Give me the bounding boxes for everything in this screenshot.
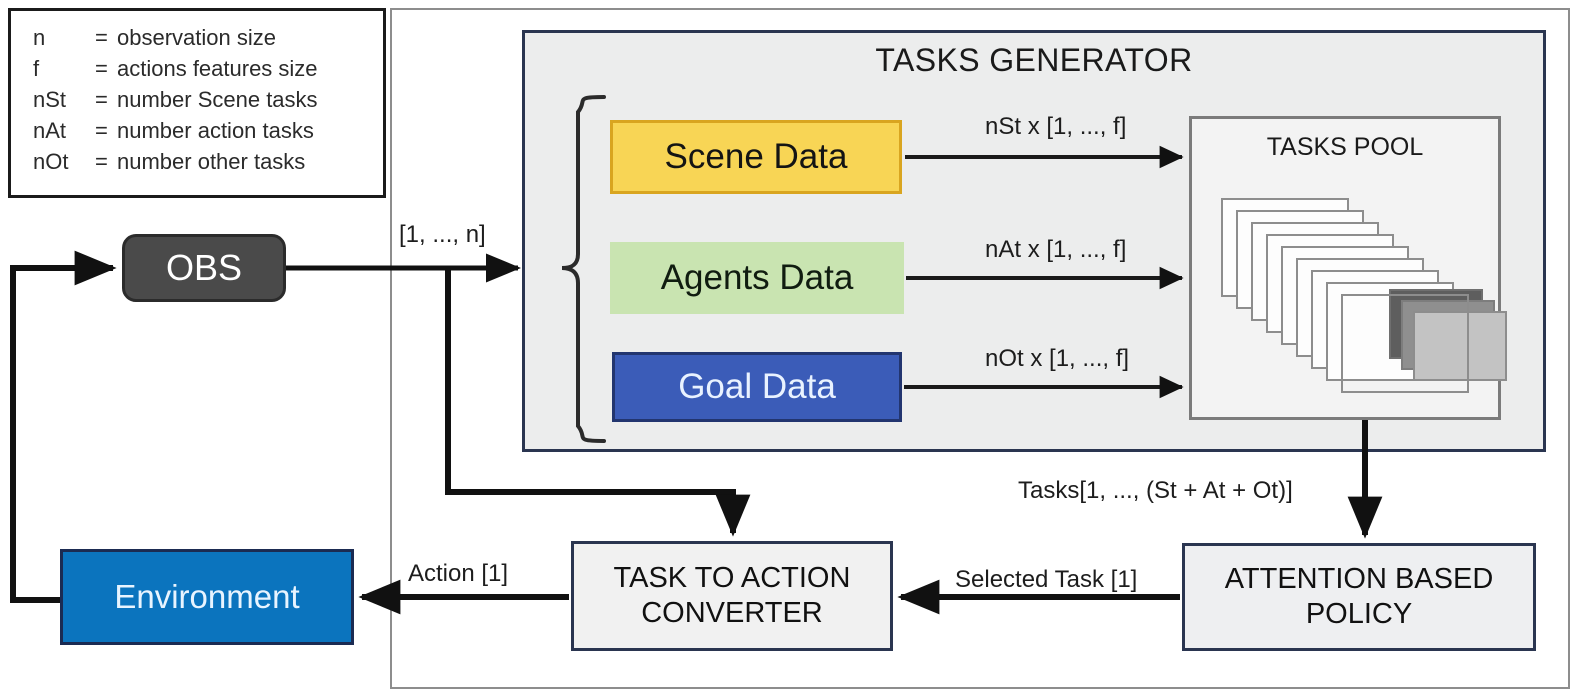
edge-label-obs-to-generator: [1, ..., n] (399, 221, 486, 248)
edge-label-converter-to-environment: Action [1] (408, 560, 509, 587)
obs-node[interactable]: OBS (122, 234, 286, 302)
abp-line-2: POLICY (1305, 598, 1413, 630)
legend-value: observation size (117, 25, 276, 50)
agents-data-box[interactable]: Agents Data (610, 242, 904, 314)
legend-key: f (33, 56, 40, 81)
tasks-generator-title: TASKS GENERATOR (875, 42, 1193, 78)
ttac-line-2: CONVERTER (641, 597, 823, 629)
tasks-pool-title: TASKS POOL (1266, 133, 1424, 161)
ttac-line-1: TASK TO ACTION (613, 561, 851, 594)
legend-equals: = (95, 25, 108, 50)
edge-label-pool-to-policy: Tasks[1, ..., (St + At + Ot)] (1018, 477, 1293, 504)
legend-key: nSt (33, 87, 67, 112)
abp-line-1: ATTENTION BASED (1224, 562, 1494, 595)
edge-label-agents-to-pool: nAt x [1, ..., f] (985, 236, 1127, 263)
edge-label-policy-to-converter: Selected Task [1] (955, 566, 1138, 593)
system-frame (390, 8, 1570, 689)
legend-equals: = (95, 118, 108, 143)
attention-based-policy-node[interactable]: ATTENTION BASED POLICY (1182, 543, 1536, 651)
legend-row: nAt = number action tasks (33, 118, 383, 149)
legend-box: n = observation size f = actions feature… (8, 8, 386, 198)
legend-value: number action tasks (117, 118, 314, 143)
legend-rows: n = observation size f = actions feature… (11, 11, 383, 180)
legend-value: actions features size (117, 56, 318, 81)
legend-row: f = actions features size (33, 56, 383, 87)
legend-row: n = observation size (33, 25, 383, 56)
environment-node[interactable]: Environment (60, 549, 354, 645)
edge-label-goal-to-pool: nOt x [1, ..., f] (985, 345, 1130, 372)
legend-key: n (33, 25, 46, 50)
scene-data-box[interactable]: Scene Data (610, 120, 902, 194)
legend-row: nOt = number other tasks (33, 149, 383, 180)
legend-equals: = (95, 56, 108, 81)
legend-key: nOt (33, 149, 69, 174)
legend-equals: = (95, 87, 108, 112)
legend-row: nSt = number Scene tasks (33, 87, 383, 118)
legend-value: number other tasks (117, 149, 306, 174)
edge-label-scene-to-pool: nSt x [1, ..., f] (985, 113, 1127, 140)
goal-data-box[interactable]: Goal Data (612, 352, 902, 422)
legend-key: nAt (33, 118, 67, 143)
legend-equals: = (95, 149, 108, 174)
legend-value: number Scene tasks (117, 87, 318, 112)
task-to-action-converter-node[interactable]: TASK TO ACTION CONVERTER (571, 541, 893, 651)
